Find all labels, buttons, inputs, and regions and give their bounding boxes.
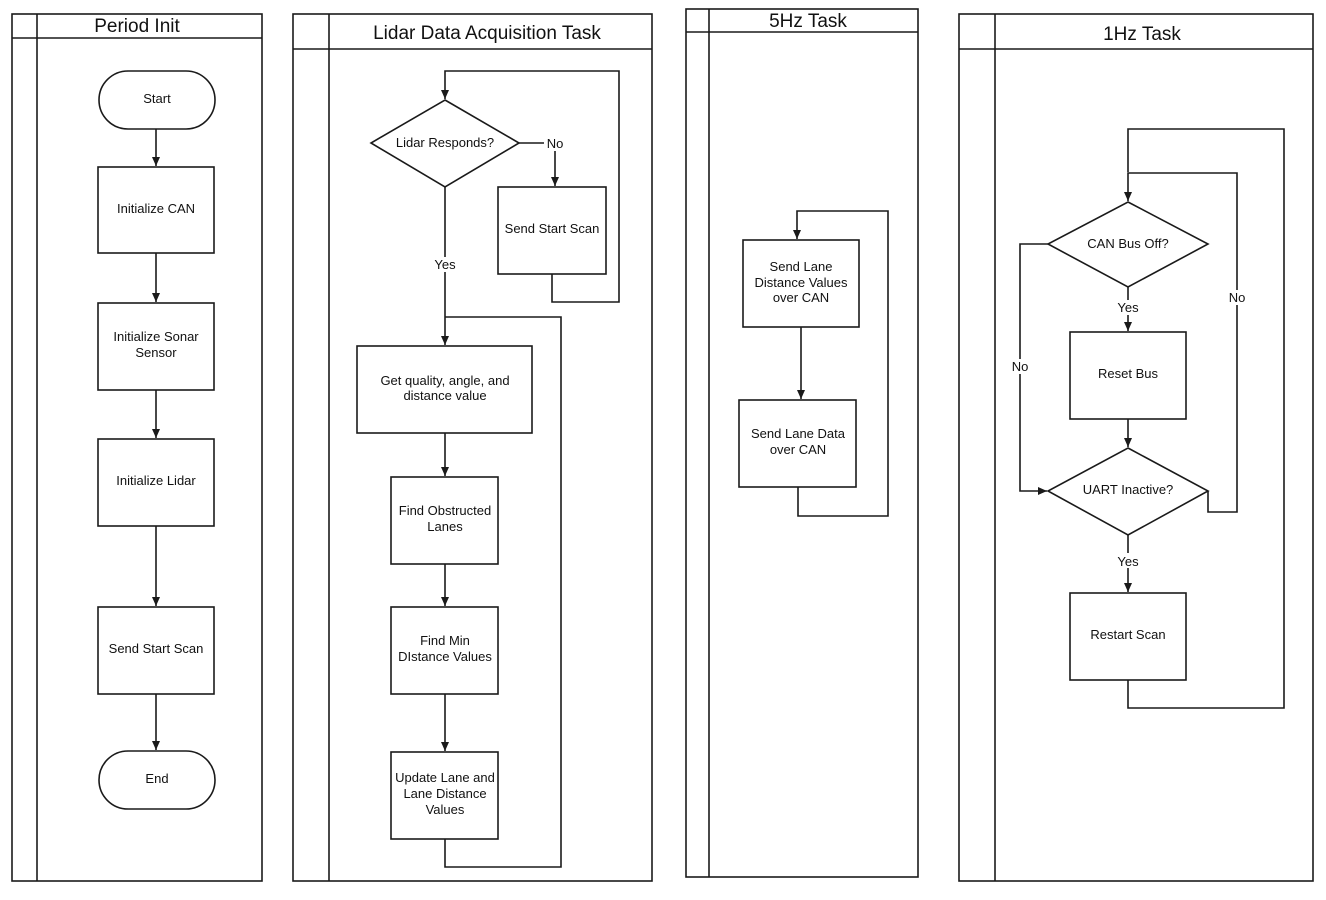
svg-text:No: No [1012,359,1029,374]
svg-text:Reset Bus: Reset Bus [1098,366,1158,381]
svg-text:Start: Start [143,91,171,106]
svg-text:DIstance Values: DIstance Values [398,649,492,664]
svg-text:Send Lane: Send Lane [770,259,833,274]
node-find-obstructed: Find Obstructed Lanes [390,476,499,565]
svg-text:No: No [547,136,564,151]
node-initialize-sonar: Initialize Sonar Sensor [97,302,215,391]
lane-1hz: 1Hz Task [958,13,1314,882]
node-initialize-can: Initialize CAN [97,166,215,254]
node-get-quality: Get quality, angle, and distance value [356,345,533,434]
svg-text:Yes: Yes [1117,554,1139,569]
svg-text:Get quality, angle, and: Get quality, angle, and [380,373,509,388]
svg-text:No: No [1229,290,1246,305]
lane-title-1hz: 1Hz Task [1103,24,1181,45]
node-send-lane-data: Send Lane Data over CAN [738,399,857,488]
svg-text:Lanes: Lanes [427,519,463,534]
lane-title-period-init: Period Init [94,16,180,37]
edge-label-no-can: No [1009,359,1031,374]
svg-text:Find Min: Find Min [420,633,470,648]
svg-text:CAN Bus Off?: CAN Bus Off? [1087,236,1168,251]
svg-text:Yes: Yes [1117,300,1139,315]
node-update-lane: Update Lane and Lane Distance Values [390,751,499,840]
edge-label-yes-can: Yes [1114,300,1142,315]
node-lidar-responds: Lidar Responds? [369,99,521,188]
svg-text:Yes: Yes [434,257,456,272]
edges-5hz [793,210,889,517]
edge-label-no-uart: No [1226,290,1248,305]
svg-text:Restart Scan: Restart Scan [1090,627,1165,642]
svg-text:UART Inactive?: UART Inactive? [1083,482,1174,497]
svg-text:Send Lane Data: Send Lane Data [751,426,846,441]
node-find-min: Find Min DIstance Values [390,606,499,695]
svg-text:Send Start Scan: Send Start Scan [109,641,204,656]
svg-text:Distance Values: Distance Values [755,275,848,290]
svg-text:Find Obstructed: Find Obstructed [399,503,492,518]
edge-label-no-lidar: No [544,136,566,151]
edges-lidar [441,70,620,868]
svg-text:over CAN: over CAN [770,442,826,457]
node-restart-scan: Restart Scan [1069,592,1187,681]
svg-text:Initialize Lidar: Initialize Lidar [116,473,196,488]
svg-text:Values: Values [426,802,465,817]
node-reset-bus: Reset Bus [1069,331,1187,420]
svg-text:Sensor: Sensor [135,345,177,360]
edge-label-yes-uart: Yes [1114,553,1142,569]
node-send-start-scan-init: Send Start Scan [97,606,215,695]
edge-label-yes-lidar: Yes [431,257,459,272]
lane-title-5hz: 5Hz Task [769,11,847,32]
svg-text:Lane Distance: Lane Distance [403,786,486,801]
node-send-start-scan: Send Start Scan [497,186,607,275]
node-end: End [98,750,216,810]
node-initialize-lidar: Initialize Lidar [97,438,215,527]
node-send-lane-distance: Send Lane Distance Values over CAN [742,239,860,328]
lane-title-lidar: Lidar Data Acquisition Task [373,23,601,44]
svg-text:distance value: distance value [403,388,486,403]
svg-text:Initialize CAN: Initialize CAN [117,201,195,216]
svg-text:over CAN: over CAN [773,290,829,305]
svg-text:Send Start Scan: Send Start Scan [505,221,600,236]
svg-text:Lidar Responds?: Lidar Responds? [396,135,494,150]
node-start: Start [98,70,216,130]
svg-text:Initialize Sonar: Initialize Sonar [113,329,199,344]
svg-text:End: End [145,771,168,786]
svg-text:Update Lane and: Update Lane and [395,770,495,785]
